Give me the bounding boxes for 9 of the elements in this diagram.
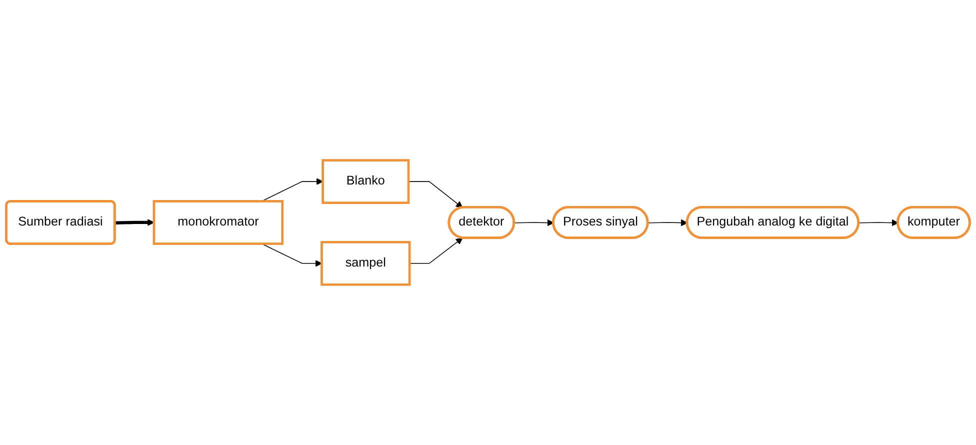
arrow [409, 238, 463, 264]
arrow [858, 219, 898, 226]
arrow [648, 219, 688, 226]
node-box: monokromator [152, 200, 284, 245]
node-box: sampel [320, 240, 411, 286]
arrow [408, 181, 463, 208]
node-box: Blanko [322, 159, 410, 204]
arrow [114, 219, 154, 226]
arrow [514, 219, 554, 226]
